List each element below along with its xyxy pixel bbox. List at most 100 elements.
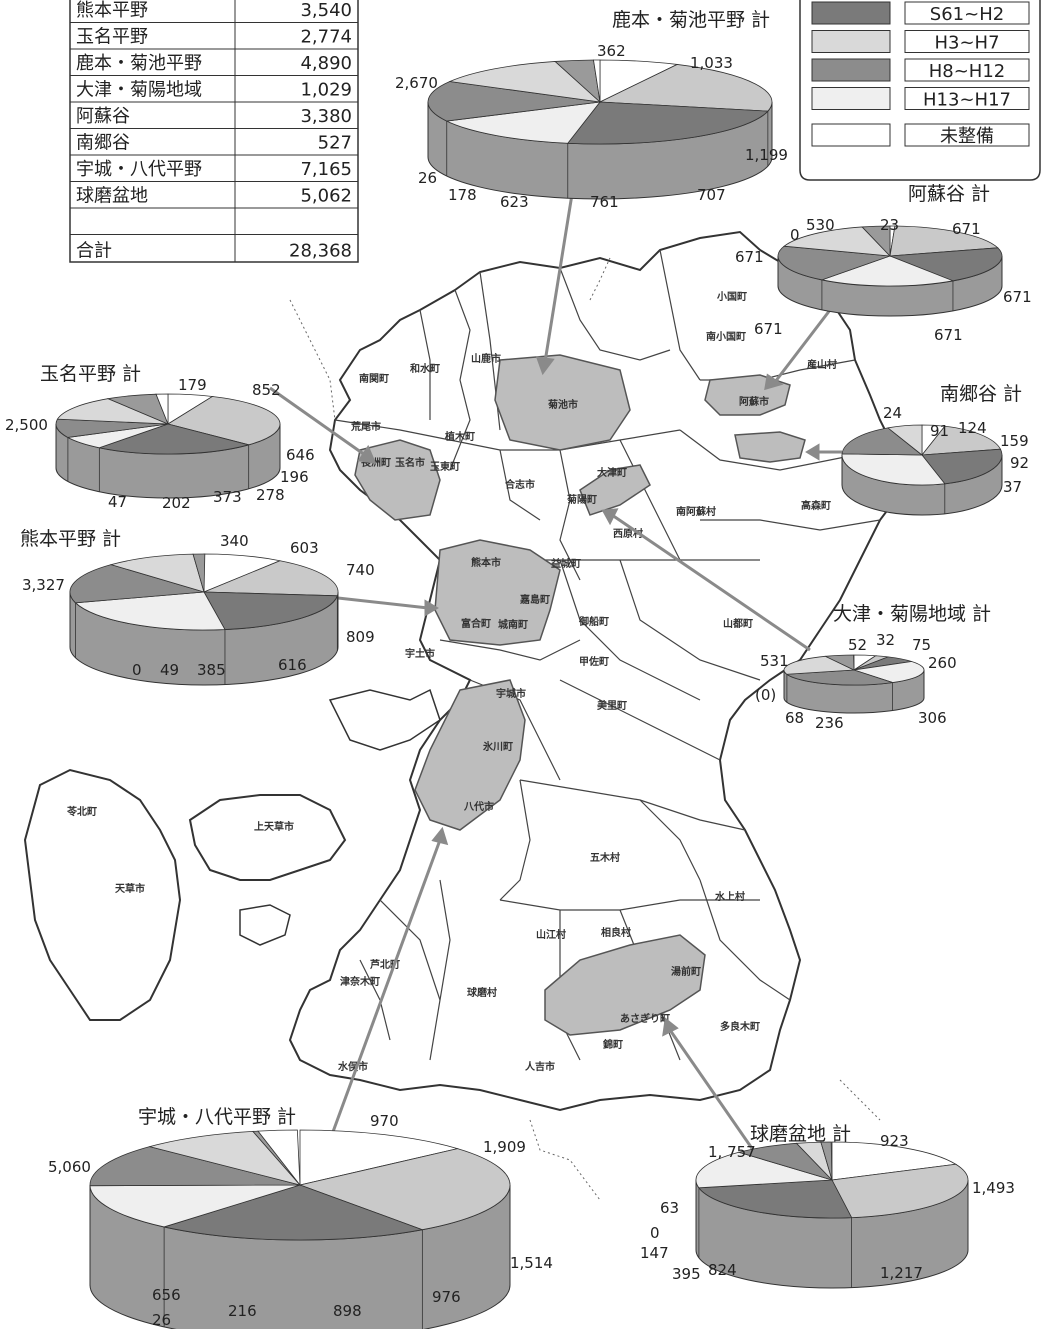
pie-slice xyxy=(148,1130,302,1186)
pie-value-kumamoto: 616 xyxy=(278,656,307,674)
pie-slice xyxy=(783,226,892,257)
pie-title-uki: 宇城・八代平野 計 xyxy=(138,1106,296,1128)
pie-otsu xyxy=(783,654,925,714)
kumamoto-area xyxy=(434,539,561,646)
pie-value-uki: 1,514 xyxy=(510,1254,553,1272)
prefecture-border-dotted-3 xyxy=(529,1119,601,1201)
connector-arrows xyxy=(269,187,842,1161)
pie-slice xyxy=(298,1148,511,1231)
town-label: 多良木町 xyxy=(720,1020,760,1033)
pie-slice xyxy=(162,1184,424,1241)
legend-swatch xyxy=(811,87,891,110)
amakusa-shimoshima-outline xyxy=(23,768,182,1021)
town-label: 小国町 xyxy=(716,290,747,303)
small-island-outline xyxy=(239,904,291,946)
legend-label: H13~H17 xyxy=(923,90,1011,111)
pie-value-kumamoto: 385 xyxy=(197,661,226,679)
town-label: 玉名市 xyxy=(395,456,425,469)
town-label: 菊池市 xyxy=(548,398,578,411)
pie-value-kumamoto: 49 xyxy=(160,661,179,679)
uki-yatsushiro-area xyxy=(414,679,526,831)
pie-value-kamoto: 26 xyxy=(418,169,437,187)
pie-slice xyxy=(695,1151,833,1189)
pie-slice xyxy=(783,655,856,675)
pie-value-otsu: 32 xyxy=(876,631,895,649)
pie-value-tamana: 373 xyxy=(213,488,242,506)
pie-title-otsu: 大津・菊陽地域 計 xyxy=(833,603,991,625)
pie-slice xyxy=(56,398,169,425)
nango-area xyxy=(734,431,806,463)
pie-slice xyxy=(203,553,282,593)
table-row-name: 南郷谷 xyxy=(76,133,130,154)
pie-value-tamana: 202 xyxy=(162,494,191,512)
otsu-kikuyo-area xyxy=(579,464,651,516)
town-label: 南小国町 xyxy=(706,330,746,343)
plain-areas xyxy=(354,354,806,1036)
uto-peninsula-outline xyxy=(328,688,441,751)
table-row-name: 球磨盆地 xyxy=(76,186,148,207)
pie-tamana xyxy=(55,393,281,499)
pie-value-kumamoto: 809 xyxy=(346,628,375,646)
town-label: 阿蘇市 xyxy=(739,395,769,408)
pie-value-tamana: 179 xyxy=(178,376,207,394)
pie-value-otsu: 52 xyxy=(848,636,867,654)
pie-value-uki: 970 xyxy=(370,1112,399,1130)
tamana-area xyxy=(354,439,441,521)
town-label: 菊陽町 xyxy=(567,493,597,506)
pie-slice xyxy=(889,247,1003,282)
pie-slice xyxy=(831,1163,969,1219)
pie-kumamoto xyxy=(69,553,339,686)
pie-value-uki: 1,909 xyxy=(483,1138,526,1156)
pie-title-aso: 阿蘇谷 計 xyxy=(908,183,990,205)
town-label: 宇土市 xyxy=(405,647,435,660)
legend-swatch xyxy=(811,123,891,147)
pie-slice xyxy=(823,654,855,671)
pie-value-otsu: 260 xyxy=(928,654,957,672)
pie-value-kuma: 1,217 xyxy=(880,1264,923,1282)
pie-value-kuma: 0 xyxy=(650,1224,660,1242)
table-row-value: 5,062 xyxy=(300,186,352,207)
pie-slice xyxy=(427,81,601,122)
pie-title-kamoto: 鹿本・菊池平野 計 xyxy=(612,9,770,31)
pie-slice xyxy=(299,1129,460,1186)
pie-title-kumamoto: 熊本平野 計 xyxy=(20,528,121,550)
table-row-value: 3,380 xyxy=(300,106,352,127)
town-label: 水俣市 xyxy=(337,1060,368,1073)
pie-value-kamoto: 623 xyxy=(500,193,529,211)
pie-value-uki: 656 xyxy=(152,1286,181,1304)
pie-slice xyxy=(109,553,205,593)
pie-value-kumamoto: 740 xyxy=(346,561,375,579)
legend-swatch xyxy=(811,30,891,53)
pie-value-kuma: 147 xyxy=(640,1244,669,1262)
pie-slice xyxy=(89,1146,301,1187)
pie-slice xyxy=(921,448,1003,485)
table-total-value: 28,368 xyxy=(289,241,352,262)
pie-value-otsu: 68 xyxy=(785,709,804,727)
pie-value-aso: 671 xyxy=(754,320,783,338)
prefecture-border-dotted-4 xyxy=(839,1079,881,1121)
pie-value-tamana: 646 xyxy=(286,446,315,464)
table-row-name: 熊本平野 xyxy=(76,0,148,21)
pie-slice xyxy=(841,453,946,486)
town-label: 八代市 xyxy=(463,800,494,813)
pie-kuma xyxy=(695,1141,969,1289)
pie-value-kuma: 1,493 xyxy=(972,1179,1015,1197)
town-label: 富合町 xyxy=(461,617,491,630)
legend-label: 未整備 xyxy=(940,126,994,147)
pie-value-nango: 159 xyxy=(1000,432,1029,450)
pie-value-nango: 37 xyxy=(1003,478,1022,496)
town-label: 山鹿市 xyxy=(471,352,501,365)
table-row-name: 宇城・八代平野 xyxy=(76,159,202,180)
town-label: 美里町 xyxy=(597,699,627,712)
town-label: 氷川町 xyxy=(482,740,513,753)
town-label: 植木町 xyxy=(444,430,475,443)
table-row-name: 大津・菊陽地域 xyxy=(76,80,202,101)
town-label: 錦町 xyxy=(602,1038,623,1051)
pie-slice xyxy=(203,560,339,597)
pie-title-kuma: 球磨盆地 計 xyxy=(750,1123,851,1145)
table-row-value: 2,774 xyxy=(300,27,352,48)
pie-value-tamana: 196 xyxy=(280,468,309,486)
pie-slice xyxy=(853,661,925,683)
pie-value-nango: 92 xyxy=(1010,454,1029,472)
